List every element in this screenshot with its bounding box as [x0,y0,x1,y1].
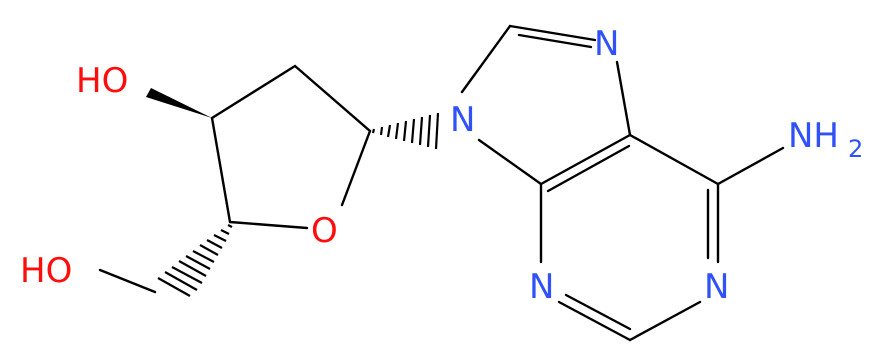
bond-oring-c4 [228,220,309,230]
bond-c3-c2 [210,64,297,120]
bond-c5-c4-a [539,133,632,186]
hashed-bond-c4-c5 [157,224,233,297]
bond-c4-c3 [210,116,232,224]
bond-c8-n7-a [508,24,597,42]
bond-c5-oh [98,268,157,294]
atom-label-nh2: NH [788,116,839,156]
bond-c1-oring [340,129,372,207]
bond-n9-c8 [460,24,512,94]
bond-c6-nh2 [716,146,785,186]
bond-c4-n9 [477,138,543,186]
atom-label-n7: N [594,24,619,64]
wedge-bond-c3-oh [146,88,212,118]
bond-c2-n3-a [557,300,632,342]
atom-label-n3: N [529,267,554,307]
bond-n1-c2 [628,300,702,342]
atom-label-n9: N [450,100,475,140]
bond-c2-n3-b [564,293,632,331]
bond-c2-c1 [293,64,372,133]
atom-label-o-ring: O [311,211,338,251]
atom-label-ho-top: HO [76,61,128,101]
atom-label-ho-bottom: HO [20,251,72,291]
hashed-bond-c1-n9 [371,112,440,150]
atom-label-n1: N [704,267,729,307]
bond-c8-n7-b [517,33,593,49]
atom-label-nh2-subscript: 2 [848,135,863,163]
bond-n7-c5 [615,60,632,137]
bond-c5-c4-b [546,144,631,193]
bond-c5-c6 [628,133,720,186]
